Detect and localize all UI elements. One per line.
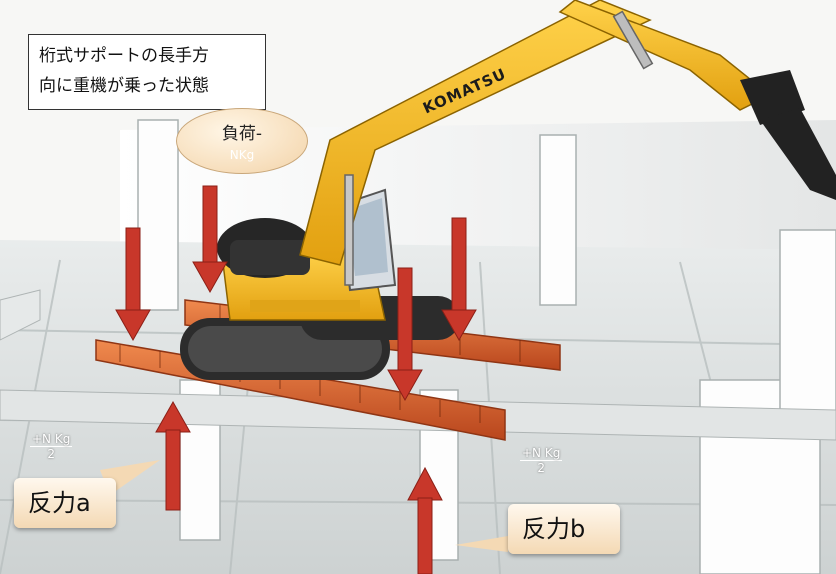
caption-line-2: 向に重機が乗った状態 xyxy=(39,76,209,96)
fraction-left: +N Kg 2 xyxy=(30,432,73,461)
caption-box: 桁式サポートの長手方 向に重機が乗った状態 xyxy=(28,34,266,110)
load-title: 負荷- xyxy=(221,124,263,144)
reaction-label-b: 反力b xyxy=(508,504,620,554)
excavator-boom xyxy=(299,0,772,286)
load-bubble: 負荷- NKg xyxy=(176,108,308,174)
load-arrow-3 xyxy=(387,267,423,402)
support-columns xyxy=(137,119,836,574)
fraction-right-numerator: +N Kg xyxy=(520,446,563,461)
attachment-breaker xyxy=(740,70,836,200)
excavator-body xyxy=(217,188,397,321)
reaction-arrow-b xyxy=(407,466,443,574)
load-value: NKg xyxy=(229,148,255,162)
load-arrow-2 xyxy=(192,185,228,294)
fraction-left-numerator: +N Kg xyxy=(30,432,73,447)
structure-beam-left xyxy=(0,289,41,341)
fraction-right-denominator: 2 xyxy=(537,461,545,475)
reaction-b-pointer xyxy=(455,536,508,552)
caption-line-1: 桁式サポートの長手方 xyxy=(39,46,209,66)
reaction-arrow-a xyxy=(155,400,191,511)
load-arrow-1 xyxy=(115,227,151,342)
reaction-arrows-up xyxy=(155,400,443,574)
fraction-right: +N Kg 2 xyxy=(520,446,563,475)
fraction-left-denominator: 2 xyxy=(47,447,55,461)
load-arrow-4 xyxy=(441,217,477,342)
reaction-label-a: 反力a xyxy=(14,478,116,528)
load-arrows-down xyxy=(115,185,477,402)
